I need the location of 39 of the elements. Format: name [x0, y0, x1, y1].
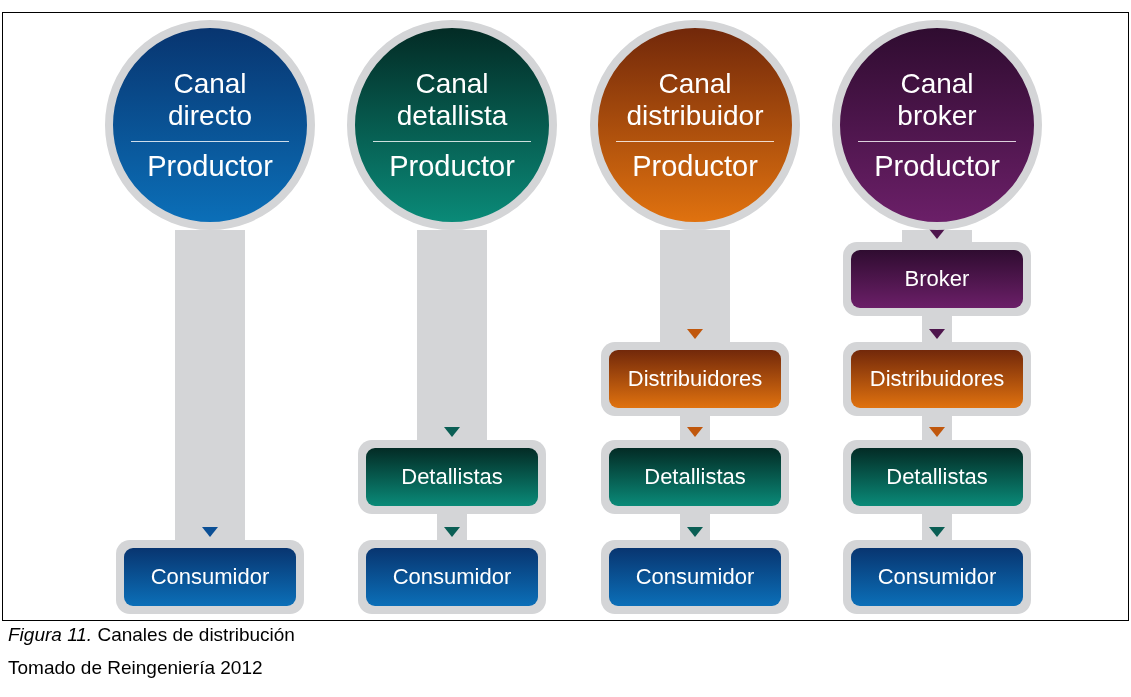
channel-title: Canal directo [167, 67, 252, 132]
connector-arrow [922, 416, 952, 440]
channel-origin: Productor [389, 148, 515, 183]
stage-box [843, 242, 1031, 316]
connector-arrow [417, 230, 487, 440]
stage-box [601, 540, 789, 614]
figure-caption: Figura 11. Canales de distribución [8, 624, 295, 646]
connector-arrow [660, 230, 730, 342]
channel-title: Canal distribuidor [626, 67, 764, 132]
stage-box [358, 540, 546, 614]
stage-box [601, 440, 789, 514]
stage-box [116, 540, 304, 614]
stage-box [358, 440, 546, 514]
stage-box [843, 440, 1031, 514]
connector-arrow [922, 514, 952, 540]
stage-box [843, 342, 1031, 416]
stage-label: Detallistas [609, 448, 781, 506]
connector-arrow [680, 416, 710, 440]
stage-label: Broker [851, 250, 1023, 308]
connector-arrow [680, 514, 710, 540]
stage-label: Distribuidores [851, 350, 1023, 408]
channel-title: Canal detallista [396, 67, 508, 132]
connector-arrow [922, 316, 952, 342]
stage-label: Detallistas [851, 448, 1023, 506]
channel-origin: Productor [632, 148, 758, 183]
channel-title: Canal broker [897, 67, 977, 132]
channel-origin: Productor [147, 148, 273, 183]
stage-label: Detallistas [366, 448, 538, 506]
stage-label: Consumidor [124, 548, 296, 606]
stage-label: Consumidor [851, 548, 1023, 606]
channel-origin: Productor [874, 148, 1000, 183]
stage-label: Distribuidores [609, 350, 781, 408]
stage-box [843, 540, 1031, 614]
stage-label: Consumidor [366, 548, 538, 606]
source-note: Tomado de Reingeniería 2012 [8, 657, 263, 679]
connector-arrow [437, 514, 467, 540]
connector-arrow [175, 230, 245, 540]
stage-label: Consumidor [609, 548, 781, 606]
stage-box [601, 342, 789, 416]
